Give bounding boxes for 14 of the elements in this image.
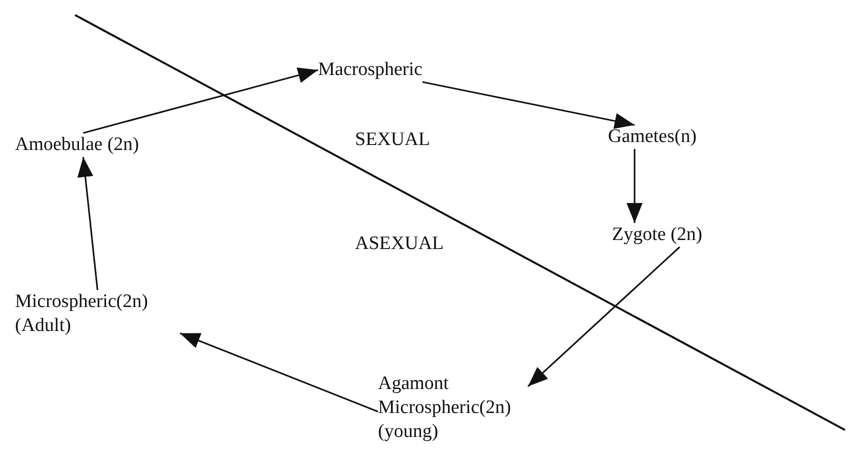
arrow <box>422 81 635 129</box>
region-label: SEXUAL <box>355 128 430 152</box>
node-label: Macrospheric <box>318 58 422 82</box>
arrow <box>77 156 98 290</box>
arrow <box>82 67 318 134</box>
node-label: Zygote (2n) <box>612 223 702 247</box>
arrow <box>527 246 680 387</box>
node-label: Amoebulae (2n) <box>15 133 139 157</box>
node-label: Microspheric(2n) (Adult) <box>15 290 180 338</box>
arrow <box>180 332 378 412</box>
node-label: Agamont Microspheric(2n) (young) <box>378 372 528 444</box>
node-label: Gametes(n) <box>608 125 697 149</box>
region-label: ASEXUAL <box>355 232 444 256</box>
arrow <box>626 149 643 223</box>
